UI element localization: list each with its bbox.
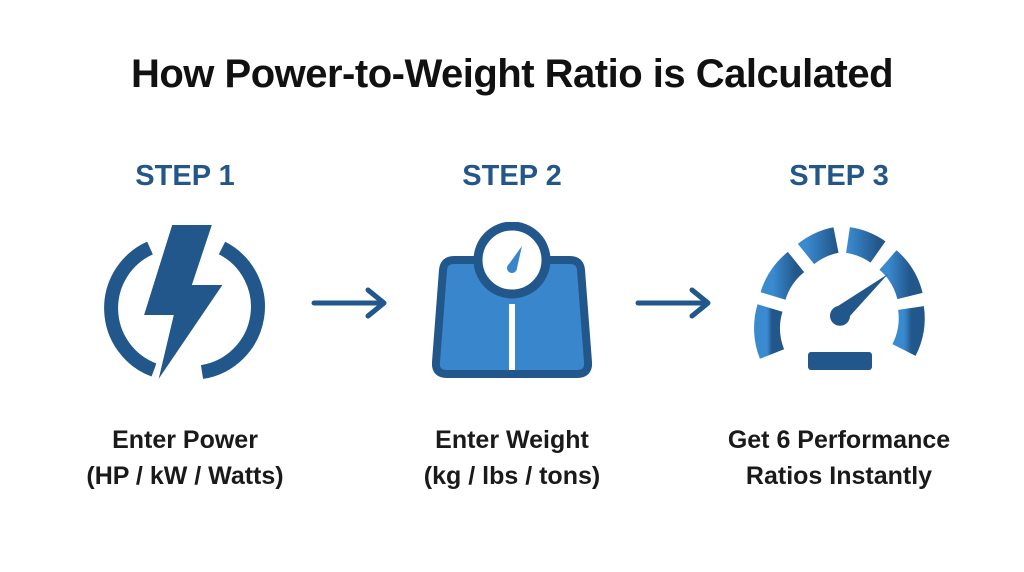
step-2-line1: Enter Weight	[435, 426, 589, 454]
step-3-line1: Get 6 Performance	[727, 426, 951, 454]
step-3-label: STEP 3	[789, 160, 889, 192]
page-title: How Power-to-Weight Ratio is Calculated	[130, 52, 894, 96]
step-1-label: STEP 1	[135, 160, 235, 192]
step-1-line1: Enter Power	[112, 426, 258, 454]
step-1-description: Enter Power (HP / kW / Watts)	[35, 422, 335, 494]
arrow-right-icon	[311, 287, 387, 319]
lightning-bolt-icon	[104, 220, 265, 396]
step-2-description: Enter Weight (kg / lbs / tons)	[362, 422, 662, 494]
step-3-description: Get 6 Performance Ratios Instantly	[689, 422, 989, 494]
step-2-line2: (kg / lbs / tons)	[423, 462, 601, 490]
step-2-label: STEP 2	[462, 160, 562, 192]
weighing-scale-icon	[432, 222, 592, 378]
arrow-right-icon	[635, 287, 711, 319]
step-3-line2: Ratios Instantly	[745, 462, 933, 490]
speedometer-icon	[754, 227, 925, 370]
step-1-line2: (HP / kW / Watts)	[86, 462, 284, 490]
